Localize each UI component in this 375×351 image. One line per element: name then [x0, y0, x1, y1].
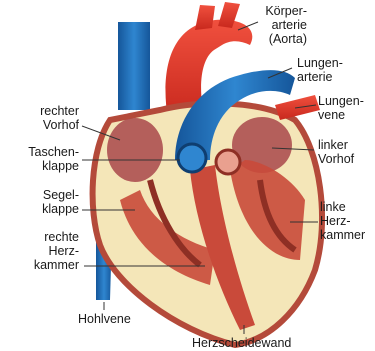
label-rechte-herzkammer-line3: kammer: [34, 258, 79, 272]
label-lungenarterie-line1: Lungen-: [297, 56, 343, 70]
label-linker-vorhof: linker Vorhof: [318, 138, 354, 166]
label-rechter-vorhof: rechter Vorhof: [40, 104, 79, 132]
aorta-top-branch: [195, 5, 215, 30]
label-lungenvene: Lungen- vene: [318, 94, 364, 122]
label-taschenklappe: Taschen- klappe: [28, 145, 79, 173]
label-koerperarterie-line3: (Aorta): [265, 32, 307, 46]
label-rechter-vorhof-line2: Vorhof: [40, 118, 79, 132]
label-linke-herzkammer-line2: Herz-: [320, 214, 365, 228]
label-lungenarterie: Lungen- arterie: [297, 56, 343, 84]
label-rechte-herzkammer-line1: rechte: [34, 230, 79, 244]
label-taschenklappe-line1: Taschen-: [28, 145, 79, 159]
label-koerperarterie-line2: arterie: [265, 18, 307, 32]
label-taschenklappe-line2: klappe: [28, 159, 79, 173]
label-linker-vorhof-line2: Vorhof: [318, 152, 354, 166]
label-segelklappe-line1: Segel-: [42, 188, 79, 202]
taschenklappe-valve: [178, 144, 206, 172]
label-linker-vorhof-line1: linker: [318, 138, 354, 152]
label-linke-herzkammer: linke Herz- kammer: [320, 200, 365, 242]
label-segelklappe: Segel- klappe: [42, 188, 79, 216]
label-koerperarterie: Körper- arterie (Aorta): [265, 4, 307, 46]
label-lungenvene-line1: Lungen-: [318, 94, 364, 108]
rechter-vorhof-chamber: [107, 118, 163, 182]
label-koerperarterie-line1: Körper-: [265, 4, 307, 18]
label-linke-herzkammer-line3: kammer: [320, 228, 365, 242]
hohlvene-vessel: [118, 22, 150, 110]
label-rechte-herzkammer: rechte Herz- kammer: [34, 230, 79, 272]
label-lungenarterie-line2: arterie: [297, 70, 343, 84]
aortenklappe-valve: [216, 150, 240, 174]
label-linke-herzkammer-line1: linke: [320, 200, 365, 214]
label-hohlvene: Hohlvene: [78, 312, 131, 326]
label-herzscheidewand: Herzscheidewand: [192, 336, 291, 350]
label-rechte-herzkammer-line2: Herz-: [34, 244, 79, 258]
label-lungenvene-line2: vene: [318, 108, 364, 122]
label-rechter-vorhof-line1: rechter: [40, 104, 79, 118]
label-segelklappe-line2: klappe: [42, 202, 79, 216]
